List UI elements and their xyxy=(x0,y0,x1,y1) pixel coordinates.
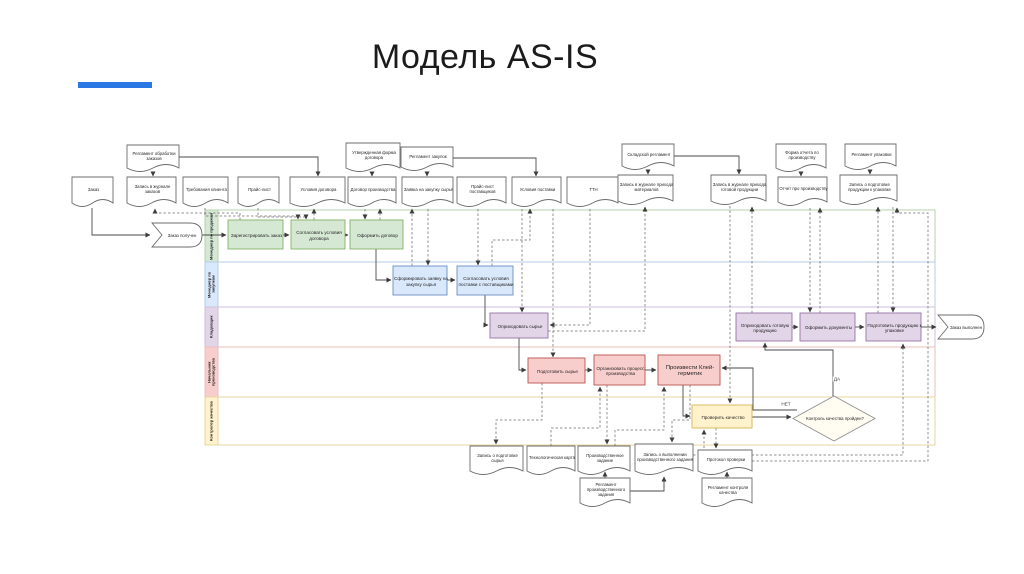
d-zapis-zhurnal-zakazov xyxy=(126,176,177,207)
flow-connector xyxy=(674,155,742,175)
slide-accent-bar xyxy=(78,82,152,88)
d-reglament-obrabotki-zakazov xyxy=(126,144,180,172)
d-zapis-prihoda-materialov xyxy=(617,174,674,205)
p-oprihodovat-gotovuyu xyxy=(735,312,793,342)
data-connector xyxy=(493,383,543,445)
flow-connector xyxy=(630,476,667,492)
d-usloviya-postavki xyxy=(511,176,562,207)
p-oprihodovat-syrye xyxy=(489,312,549,339)
data-connector xyxy=(693,343,906,456)
data-connector xyxy=(257,208,309,220)
lane-strip-4 xyxy=(204,396,219,446)
p-zaregistrirovat-zakaz xyxy=(227,219,284,250)
d-zapis-vypolnenie-zadaniya xyxy=(634,443,694,475)
data-connector xyxy=(752,207,929,462)
d-reglament-proizv-zadaniya xyxy=(579,477,631,507)
p-soglasovat-usloviya-postavki xyxy=(456,265,514,296)
d-usloviya-dogovora xyxy=(289,176,346,207)
data-connector xyxy=(669,385,691,443)
d-trebovaniya-klienta xyxy=(182,176,229,207)
data-connector xyxy=(491,208,533,266)
gateway-kontrol-kachestva xyxy=(792,395,876,442)
flow-connector xyxy=(682,385,691,419)
flow-connector xyxy=(91,208,151,238)
d-zapis-prihoda-gotovoy xyxy=(710,174,767,205)
p-sformirovat-zayavku xyxy=(392,265,448,296)
flow-connector xyxy=(518,338,527,373)
d-tehnologicheskaya-karta xyxy=(526,445,576,475)
flow-connector xyxy=(375,249,392,283)
p-podgotovit-syrye xyxy=(527,357,586,384)
data-connector xyxy=(204,208,301,220)
lane-strip-1 xyxy=(204,261,219,308)
d-price-list-postavshikov xyxy=(456,176,507,207)
data-connector xyxy=(548,206,648,332)
flow-connector xyxy=(483,295,489,328)
d-skladskoy-reglament xyxy=(621,143,675,170)
d-utverzhdennaya-forma-dogovora xyxy=(345,142,401,172)
p-proverit-kachestvo xyxy=(691,404,753,429)
d-reglament-upakovki xyxy=(844,143,897,170)
flow-connector xyxy=(721,365,797,411)
event-zakaz-vypolnen xyxy=(937,314,985,340)
lane-strip-0 xyxy=(204,209,219,263)
data-connector xyxy=(152,208,241,220)
flow-connector xyxy=(453,157,539,177)
d-dogovor-proizvodstva xyxy=(347,176,397,207)
d-zapis-podgotovka-upakovka xyxy=(839,174,898,205)
p-soglasovat-usloviya-dogovora xyxy=(290,219,346,250)
d-reglament-zakupok xyxy=(400,146,454,171)
p-oformit-dogovor xyxy=(349,219,404,250)
data-connector xyxy=(549,209,591,328)
d-proizvodstvennoe-zadanie xyxy=(577,445,631,475)
d-price-list xyxy=(237,176,280,207)
lane-strip-2 xyxy=(204,306,219,348)
d-ttn xyxy=(566,176,619,207)
p-organizovat-process xyxy=(593,354,646,386)
lane-strip-3 xyxy=(204,346,219,398)
d-zayavka-zakupka xyxy=(401,176,454,207)
slide-title: Модель AS-IS xyxy=(371,38,599,76)
data-connector xyxy=(550,386,603,446)
flow-connector xyxy=(762,342,834,396)
p-podgotovit-upakovka xyxy=(865,312,922,342)
flow-connector xyxy=(179,156,321,177)
d-otchet-proizvodstvu xyxy=(777,176,828,206)
d-zakaz xyxy=(71,176,114,207)
d-zapis-podgotovka-syrya xyxy=(469,445,524,475)
d-protokol-proverki xyxy=(697,449,753,475)
d-forma-otcheta xyxy=(775,143,827,172)
data-connector xyxy=(614,386,667,446)
d-reglament-kontrolya xyxy=(701,477,753,507)
p-proizvesti-kley xyxy=(657,354,721,386)
p-oformit-dokumenty xyxy=(799,312,856,342)
lane-1 xyxy=(204,261,936,308)
event-zakaz-poluchen xyxy=(151,222,203,248)
